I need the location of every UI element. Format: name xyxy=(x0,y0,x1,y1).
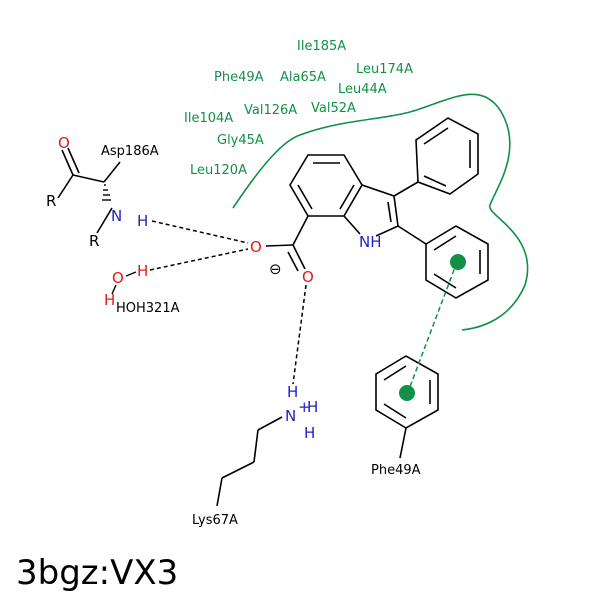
residue-ile104: Ile104A xyxy=(184,111,233,126)
ring-centroid-ligand xyxy=(450,254,466,270)
carboxylate-oxygen-2: O xyxy=(302,268,314,286)
residue-val52: Val52A xyxy=(311,101,356,116)
residue-val126: Val126A xyxy=(244,103,297,118)
lys67-hydrogen-3: H xyxy=(304,424,315,442)
water-hydrogen-1: H xyxy=(137,262,148,280)
residue-ala65: Ala65A xyxy=(280,70,326,85)
residue-leu44: Leu44A xyxy=(338,82,387,97)
residue-gly45: Gly45A xyxy=(217,133,264,148)
structure-caption: 3bgz:VX3 xyxy=(16,553,178,593)
hoh321-residue-label: HOH321A xyxy=(116,301,180,316)
asp186-r-group-1: R xyxy=(46,192,56,210)
water-bond-2 xyxy=(111,284,117,295)
asp186-structure xyxy=(57,147,121,234)
residue-phe49: Phe49A xyxy=(214,70,264,85)
stereo-hash-wedge xyxy=(102,184,111,201)
lys67-hydrogen-2: H xyxy=(307,398,318,416)
asp186-nitrogen: N xyxy=(111,207,122,225)
residue-leu120: Leu120A xyxy=(190,163,247,178)
phe49-ring xyxy=(375,355,439,459)
lys67-hydrogen-1: H xyxy=(287,383,298,401)
hydrogen-bonds xyxy=(149,220,307,385)
pi-stacking-line xyxy=(407,261,458,393)
water-oxygen: O xyxy=(112,269,124,287)
positive-charge-icon: + xyxy=(298,398,311,416)
asp186-oxygen: O xyxy=(58,134,70,152)
residue-ile185: Ile185A xyxy=(297,39,346,54)
lys67-chain xyxy=(216,416,283,507)
lys67-nitrogen: N xyxy=(285,407,296,425)
indole-nh-label: NH xyxy=(359,233,382,251)
hydrophobic-contour xyxy=(232,93,529,331)
asp186-residue-label: Asp186A xyxy=(101,144,159,159)
asp186-r-group-2: R xyxy=(89,232,99,250)
negative-charge-icon: ⊖ xyxy=(269,260,282,278)
carboxylate-oxygen-1: O xyxy=(250,238,262,256)
water-bond-1 xyxy=(125,271,137,277)
phe49-stack-residue-label: Phe49A xyxy=(371,463,421,478)
lys67-residue-label: Lys67A xyxy=(192,513,238,528)
residue-leu174: Leu174A xyxy=(356,62,413,77)
ring-centroid-phe49 xyxy=(399,385,415,401)
ligand-structure xyxy=(265,117,489,299)
asp186-hydrogen: H xyxy=(137,212,148,230)
water-hydrogen-2: H xyxy=(104,291,115,309)
